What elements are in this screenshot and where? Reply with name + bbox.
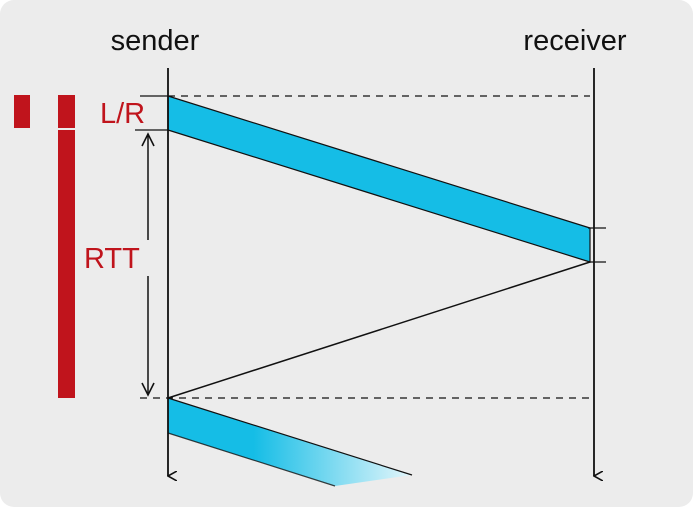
sender-label: sender — [111, 25, 200, 57]
next-packet-top-edge — [167, 397, 413, 476]
rtt-arrow-head-down — [141, 382, 155, 397]
next-packet-bottom-edge — [167, 432, 336, 487]
receiver-label: receiver — [523, 25, 626, 57]
rtt-label-backdrop — [138, 240, 160, 276]
cycle-time-bar-top — [58, 95, 75, 128]
transmission-time-bar — [14, 95, 30, 128]
transmission-time-label: L/R — [100, 98, 145, 130]
rtt-arrow-head-up — [141, 132, 155, 147]
round-trip-time-label: RTT — [84, 243, 140, 275]
cycle-time-bar — [58, 130, 75, 398]
next-packet-band — [168, 398, 412, 486]
ack-line — [167, 261, 591, 399]
